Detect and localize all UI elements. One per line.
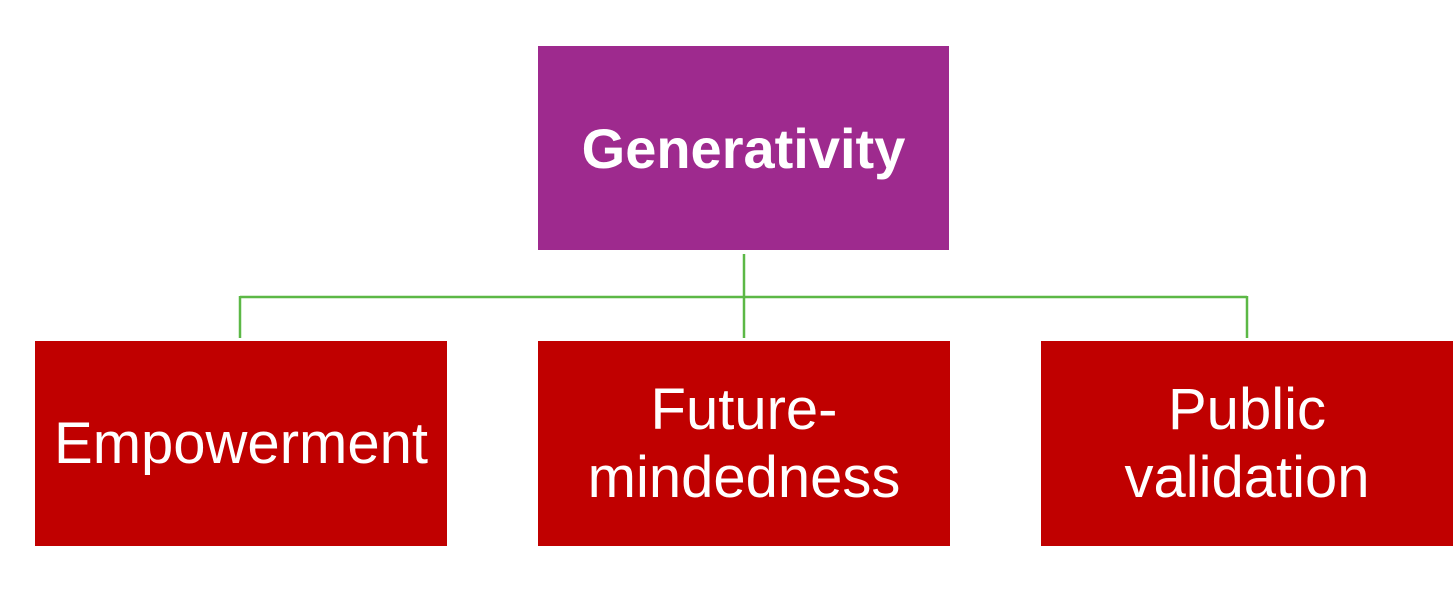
child-node-future-mindedness: Future- mindedness <box>538 341 950 546</box>
child-node-label-line1: Public <box>1168 376 1326 442</box>
child-node-label-line2: mindedness <box>587 444 901 510</box>
root-node-label: Generativity <box>581 116 906 180</box>
child-node-label-line2: validation <box>1124 444 1370 510</box>
root-node-generativity: Generativity <box>538 46 949 250</box>
child-node-empowerment: Empowerment <box>35 341 447 546</box>
child-node-label: Empowerment <box>54 410 428 476</box>
child-node-label-line1: Future- <box>650 376 838 442</box>
child-node-public-validation: Public validation <box>1041 341 1453 546</box>
